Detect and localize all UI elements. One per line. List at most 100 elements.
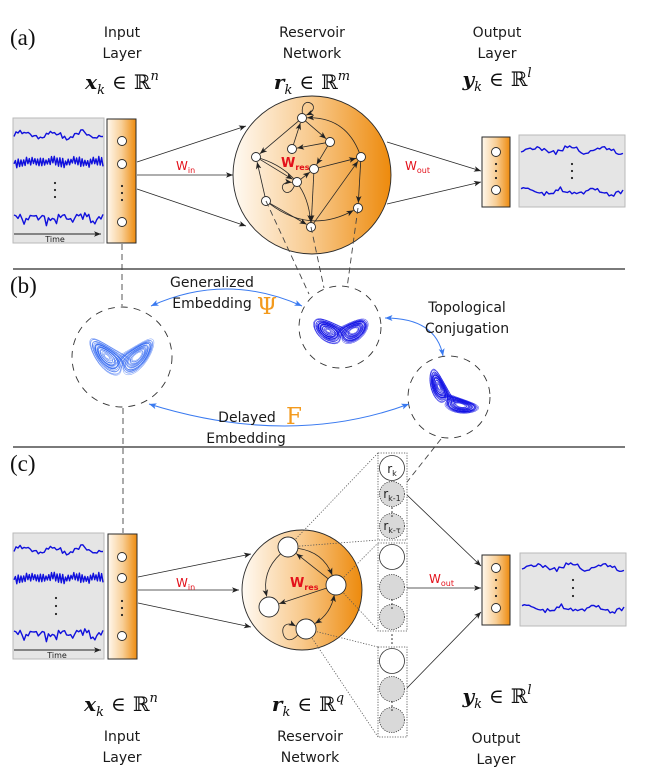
vertical-ellipsis-dot xyxy=(494,586,498,590)
vertical-ellipsis-dot xyxy=(494,578,498,582)
state-base: r xyxy=(383,487,388,501)
topological-conjugation-label-line2: Conjugation xyxy=(425,321,509,337)
panel-a-label: (a) xyxy=(10,25,36,50)
weight-symbol: W xyxy=(176,576,188,590)
vertical-ellipsis-dot xyxy=(391,507,393,509)
vertical-ellipsis-dot xyxy=(120,599,124,603)
formula-superscript: m xyxy=(338,69,350,84)
delayed-embedding-label-line1: Delayed xyxy=(218,410,276,426)
vertical-ellipsis-dot xyxy=(391,634,393,636)
delayed-state-node xyxy=(379,481,405,507)
neuron-node xyxy=(117,631,127,641)
state-label-previous: rk-1 xyxy=(383,487,401,503)
output-time-series-plot xyxy=(519,552,627,627)
input-weight-arrow xyxy=(137,552,252,578)
projection-line xyxy=(335,584,379,631)
output-formula: yk∈ℝl xyxy=(461,683,531,712)
connection-arrow xyxy=(259,158,293,180)
connection-arrow xyxy=(293,122,301,145)
state-label-current: rk xyxy=(387,462,397,478)
formula-set: ℝ xyxy=(134,70,151,94)
connection-arrow xyxy=(307,114,360,153)
connection-arrow xyxy=(318,157,357,169)
self-loop-arrow xyxy=(282,620,299,641)
output-layer-units xyxy=(491,147,501,195)
input-series-background xyxy=(12,117,105,244)
self-loop-arrow xyxy=(282,178,295,193)
state-label-delayed: rk-τ xyxy=(383,519,400,535)
vertical-ellipsis-dot xyxy=(391,705,393,707)
input-layer-title-line1: Input xyxy=(104,25,141,41)
weight-subscript: out xyxy=(417,166,430,175)
delay-embedded-attractor xyxy=(429,368,479,414)
vertical-ellipsis-dot xyxy=(391,642,393,644)
formula-variable: r xyxy=(274,70,286,94)
reservoir-title-line1: Reservoir xyxy=(279,25,345,41)
lorenz-attractor xyxy=(89,338,155,376)
readout-arrow xyxy=(406,494,482,567)
output-weight-label: Wout xyxy=(429,572,454,588)
reservoir-title-line1: Reservoir xyxy=(277,729,343,745)
formula-relation: ∈ xyxy=(489,67,504,91)
topological-conjugation-arrow xyxy=(384,315,445,357)
connection-arrow xyxy=(305,120,327,140)
connection-arrow xyxy=(278,587,327,605)
reservoir-node xyxy=(325,137,335,147)
state-projection-lines xyxy=(287,452,379,738)
formula-relation: ∈ xyxy=(297,692,312,716)
input-weight-arrow xyxy=(136,125,247,163)
neuron-node xyxy=(491,603,501,613)
reservoir-node xyxy=(251,152,261,162)
input-weight-label: Win xyxy=(176,159,195,175)
connection-arrow xyxy=(296,553,329,580)
state-subscript: k-τ xyxy=(388,526,401,535)
vertical-ellipsis-dot xyxy=(53,188,57,192)
connection-arrow xyxy=(355,161,362,203)
formula-variable: y xyxy=(461,684,475,708)
formula-superscript: n xyxy=(149,691,157,706)
neuron-node xyxy=(491,185,501,195)
connection-arrow xyxy=(316,145,329,165)
time-axis-label: Time xyxy=(44,235,65,244)
generalized-embedding-label-line1: Generalized xyxy=(170,275,254,291)
formula-superscript: q xyxy=(336,691,344,706)
formula-superscript: l xyxy=(527,683,531,698)
formula-subscript: k xyxy=(474,80,482,95)
reservoir-node xyxy=(287,144,297,154)
current-state-node xyxy=(379,455,405,481)
generalized-embedding-label-line2: Embedding xyxy=(172,296,251,312)
delayed-embedding-arrow xyxy=(148,403,410,427)
output-layer-title-line1: Output xyxy=(473,25,522,41)
formula-relation: ∈ xyxy=(299,70,314,94)
input-series-group xyxy=(13,544,104,643)
weight-symbol: W xyxy=(290,576,304,591)
reservoir-node xyxy=(258,596,280,618)
connection-arrow xyxy=(255,161,266,197)
neuron-node xyxy=(117,136,127,146)
input-layer-units xyxy=(117,136,127,227)
vertical-ellipsis-dot xyxy=(494,594,498,598)
formula-variable: r xyxy=(272,692,284,716)
input-series-background xyxy=(12,532,105,660)
time-series-line xyxy=(13,628,104,643)
psi-symbol: Ψ xyxy=(257,294,277,320)
delayed-state-node xyxy=(379,676,405,702)
reservoir-weight-label: Wres xyxy=(290,576,319,592)
input-time-series-plot: Time xyxy=(12,117,105,244)
time-series-line xyxy=(13,571,104,585)
input-formula: xk∈ℝn xyxy=(84,69,159,98)
vertical-ellipsis-dot xyxy=(391,709,393,711)
output-layer-title-line2: Layer xyxy=(476,752,515,768)
reservoir-node xyxy=(356,152,366,162)
input-weight-arrow xyxy=(136,188,247,227)
vertical-ellipsis-dot xyxy=(391,701,393,703)
time-series-line xyxy=(13,129,104,141)
input-layer-title-line2: Layer xyxy=(102,750,141,766)
state-stack-box xyxy=(377,646,408,738)
dashed-connector xyxy=(310,226,325,289)
connection-arrow xyxy=(296,142,326,150)
formula-superscript: l xyxy=(527,66,531,81)
formula-subscript: k xyxy=(96,705,104,720)
input-layer-title-line2: Layer xyxy=(102,46,141,62)
output-layer-title-line2: Layer xyxy=(477,46,516,62)
